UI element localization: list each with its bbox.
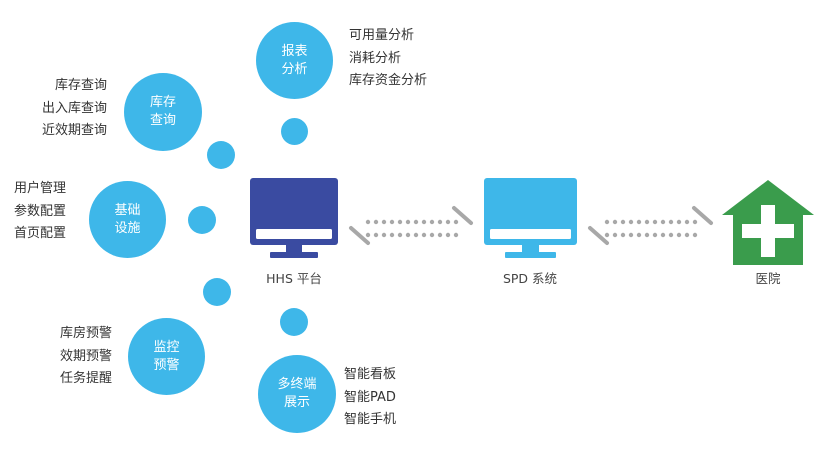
monitor-item: 库房预警 [59,326,112,341]
connector-dot [405,219,411,225]
base-circle-line-2: 设施 [114,220,141,236]
terminal-item: 智能看板 [344,367,397,382]
base-facility-circle: 基础 设施 [89,181,166,258]
connector-dot [445,219,451,225]
terminal-item: 智能手机 [344,412,397,427]
inventory-circle-line-1: 库存 [149,95,176,110]
connector-dot [365,232,371,238]
connector-dot [604,219,610,225]
monitor-alert-circle: 监控 预警 [128,318,205,395]
connector-dot [652,232,658,238]
connector-dot [413,232,419,238]
hospital-label: 医院 [755,271,781,286]
monitor-circle-line-1: 监控 [153,339,180,355]
inventory-item: 出入库查询 [41,100,107,116]
connector-dot [429,232,435,238]
report-item: 库存资金分析 [349,73,428,88]
connector-dot [437,219,443,225]
connector-dot [421,232,427,238]
spd-system-label: SPD 系统 [502,271,558,286]
connector-dot [620,232,626,238]
connector-dot [389,219,395,225]
connector-dot [453,232,459,238]
inventory-item: 近效期查询 [41,123,107,138]
connector-dot [668,219,674,225]
connector-dot [604,232,610,238]
base-items-list: 用户管理 参数配置 首页配置 [14,178,66,246]
report-item: 消耗分析 [349,50,402,66]
monitor-item: 任务提醒 [59,371,112,386]
terminal-connector-dot [280,308,308,336]
connector-dot [692,219,698,225]
connector-dot [636,232,642,238]
connector-dot [660,219,666,225]
hospital-icon [722,180,814,265]
base-item: 用户管理 [14,181,67,196]
connector-dot [389,232,395,238]
report-item: 可用量分析 [349,28,415,43]
connector-dot [644,219,650,225]
report-analysis-circle: 报表 分析 [256,22,333,99]
connector-dot [365,219,371,225]
report-connector-dot [281,118,308,145]
spd-monitor-icon [484,178,577,258]
connector-dot [413,219,419,225]
connector-dot [421,219,427,225]
base-item: 参数配置 [14,203,67,219]
monitor-connector-dot [203,278,231,306]
connector-dot [636,219,642,225]
connector-dot [628,219,634,225]
report-circle-line-2: 分析 [281,61,308,77]
connector-dot [668,232,674,238]
connector-dot [676,232,682,238]
connector-dot [373,232,379,238]
report-items-list: 可用量分析 消耗分析 库存资金分析 [349,25,427,93]
terminal-items-list: 智能看板 智能PAD 智能手机 [344,364,396,432]
connector-dot [373,219,379,225]
hhs-spd-connector [349,206,473,245]
connector-dot [612,219,618,225]
connector-dot [676,219,682,225]
base-item: 首页配置 [14,226,67,241]
connector-dot [397,219,403,225]
connector-dot [397,232,403,238]
connector-dot [405,232,411,238]
terminal-circle-line-2: 展示 [283,395,310,410]
terminal-circle-line-1: 多终端 [277,377,317,392]
connector-dot [429,219,435,225]
hhs-monitor-icon [250,178,338,258]
connector-dot [644,232,650,238]
inventory-items-list: 库存查询 出入库查询 近效期查询 [42,75,107,143]
monitor-circle-line-2: 预警 [153,357,180,373]
base-circle-line-1: 基础 [114,202,141,218]
multi-terminal-circle: 多终端 展示 [258,355,336,433]
connector-dot [628,232,634,238]
inventory-circle-line-2: 查询 [149,113,176,128]
monitor-items-list: 库房预警 效期预警 任务提醒 [60,323,112,391]
terminal-item: 智能PAD [344,389,396,405]
connector-dot [652,219,658,225]
monitor-item: 效期预警 [59,348,112,364]
connector-dot [620,219,626,225]
hhs-platform-label: HHS 平台 [266,271,322,286]
inventory-connector-dot [207,141,235,169]
connector-dot [612,232,618,238]
connector-dot [453,219,459,225]
connector-dot [381,219,387,225]
connector-dot [445,232,451,238]
report-circle-line-1: 报表 [281,43,308,59]
connector-dot [437,232,443,238]
connector-dot [684,219,690,225]
inventory-query-circle: 库存 查询 [124,73,202,151]
connector-dot [684,232,690,238]
connector-dot [381,232,387,238]
base-connector-dot [188,206,216,234]
connector-dot [692,232,698,238]
spd-hospital-connector [588,206,713,245]
connector-dot [660,232,666,238]
inventory-item: 库存查询 [54,78,107,93]
